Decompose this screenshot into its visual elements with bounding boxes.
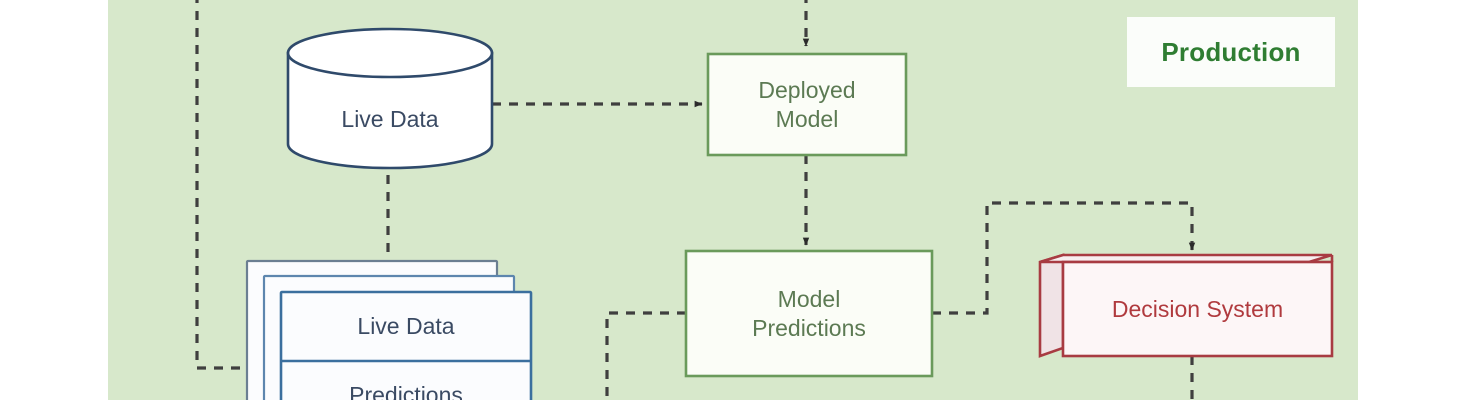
production-zone-label: Production [1127, 17, 1335, 87]
production-zone-label-text: Production [1161, 36, 1301, 67]
